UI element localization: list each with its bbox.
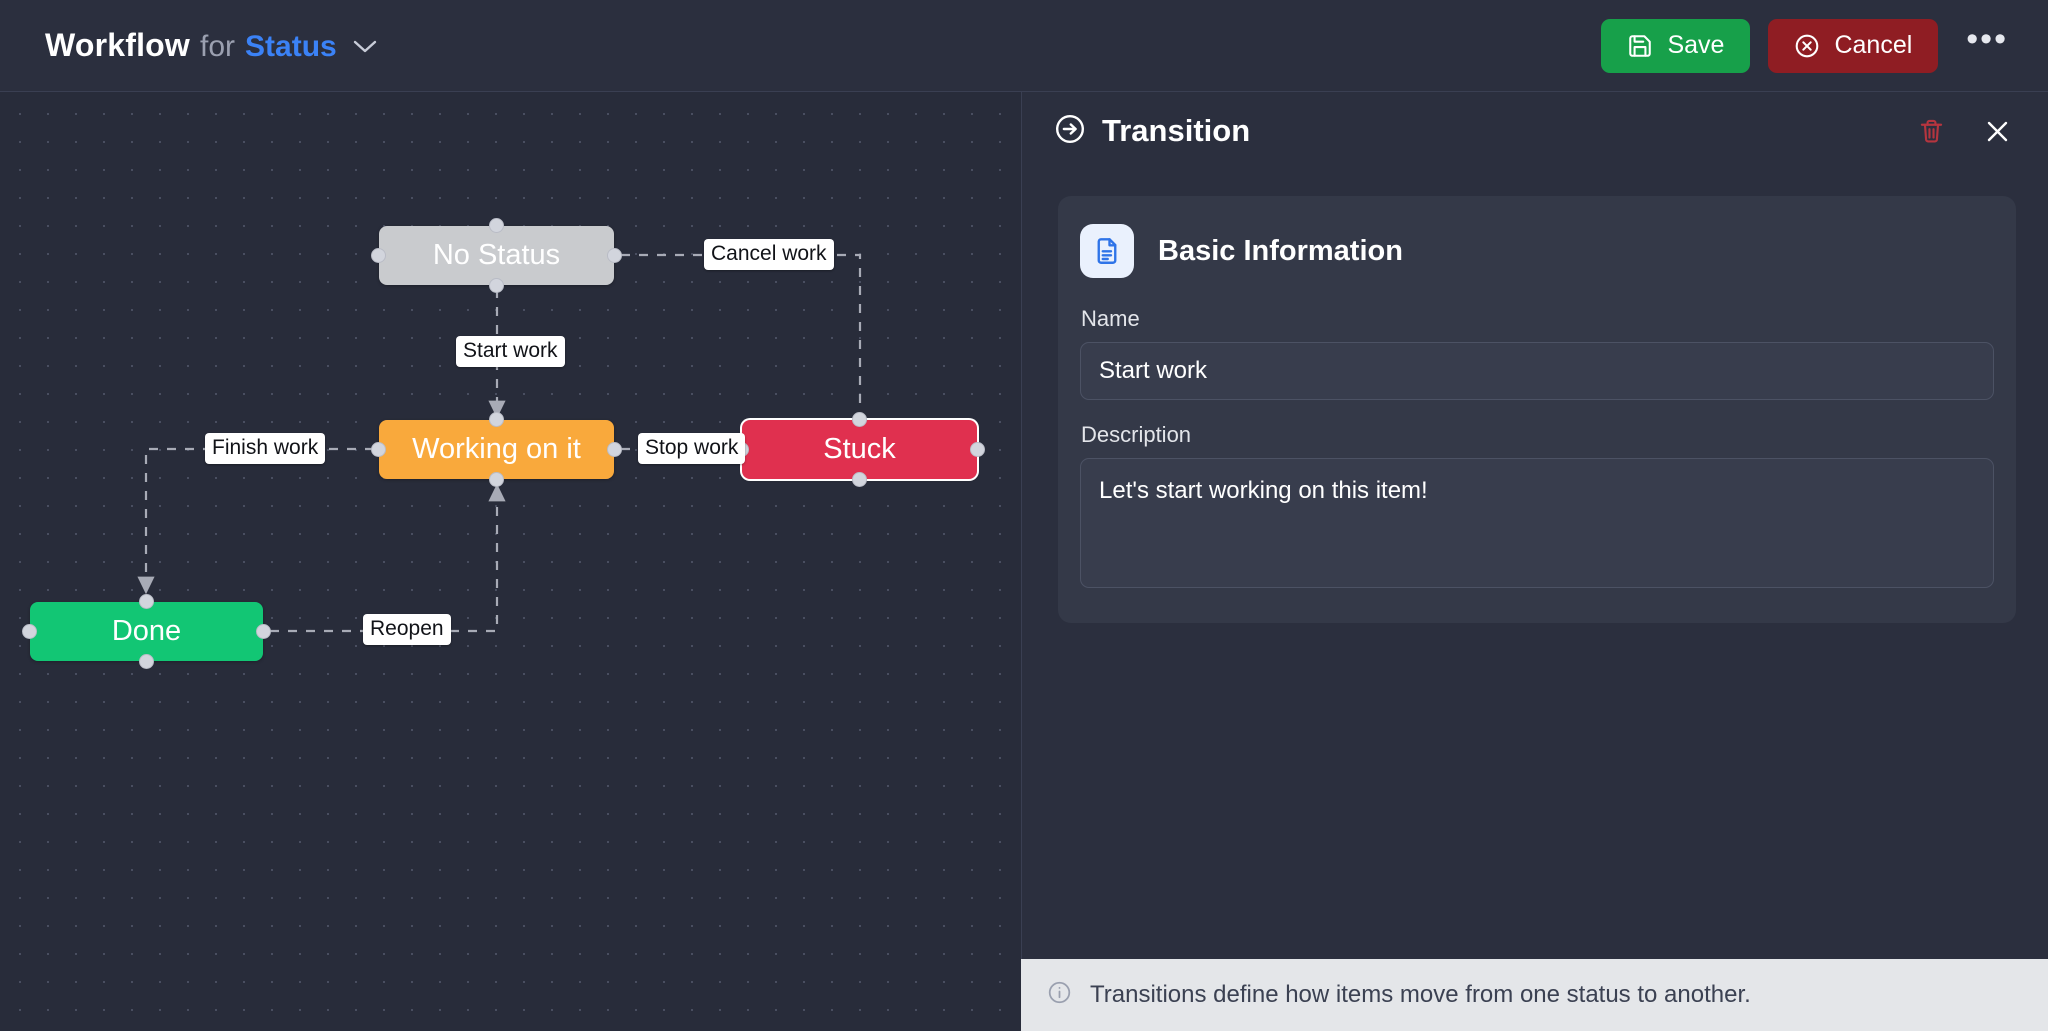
node-done[interactable]: Done [22,594,271,669]
panel-header-title: Transition [1054,113,1250,150]
panel-footer-text: Transitions define how items move from o… [1090,981,1751,1008]
port-top[interactable] [489,412,504,427]
document-icon [1080,224,1134,278]
port-bottom[interactable] [139,654,154,669]
card-title: Basic Information [1158,234,1403,267]
port-left[interactable] [371,442,386,457]
node-stuck[interactable]: Stuck [734,412,985,487]
arrow-right-circle-icon [1054,113,1086,150]
chevron-down-icon[interactable] [353,34,377,60]
name-field-label: Name [1081,306,1140,331]
port-top[interactable] [852,412,867,427]
panel-title: Transition [1102,113,1251,148]
edge-label-start-work[interactable]: Start work [456,336,565,368]
cancel-circle-icon [1794,33,1820,59]
node-no-status[interactable]: No Status [371,218,622,293]
cancel-button-label: Cancel [1834,31,1913,59]
edge-label-finish-work[interactable]: Finish work [205,433,326,465]
port-top[interactable] [139,594,154,609]
node-label: No Status [432,239,561,271]
save-button[interactable]: Save [1601,18,1751,73]
port-right[interactable] [970,442,985,457]
transition-panel: Transition [1021,92,2048,1031]
page-title: Workflow for Status [45,27,377,64]
page-title-main: Workflow [45,27,191,63]
port-right[interactable] [607,248,622,263]
info-icon [1047,980,1072,1010]
port-right[interactable] [256,624,271,639]
card-header: Basic Information [1080,224,1994,278]
page-title-for: for [200,30,236,63]
description-textarea[interactable] [1080,458,1994,588]
port-right[interactable] [607,442,622,457]
save-button-label: Save [1667,31,1725,59]
more-options-button[interactable]: ••• [1966,19,2008,58]
cancel-button[interactable]: Cancel [1768,18,1939,73]
node-working-on-it[interactable]: Working on it [371,412,622,487]
node-label: Done [111,615,182,647]
panel-footer: Transitions define how items move from o… [1021,959,2048,1031]
port-left[interactable] [371,248,386,263]
port-bottom[interactable] [489,472,504,487]
workflow-canvas[interactable]: No Status Working on it Stuck Done [0,92,1020,1031]
save-icon [1627,33,1653,59]
trash-icon[interactable] [1918,118,1945,145]
page-title-entity[interactable]: Status [245,30,337,63]
edge-label-stop-work[interactable]: Stop work [638,433,746,465]
panel-header: Transition [1022,92,2048,170]
edge-label-reopen[interactable]: Reopen [363,614,451,646]
toolbar-actions: Save Cancel ••• [1601,18,2018,73]
node-label: Working on it [412,433,581,465]
basic-information-card: Basic Information Name Description [1058,196,2016,623]
close-icon[interactable] [1983,117,2012,146]
port-bottom[interactable] [489,278,504,293]
name-input[interactable] [1080,342,1994,400]
panel-header-actions [1918,117,2012,146]
port-bottom[interactable] [852,472,867,487]
top-bar: Workflow for Status Save [0,0,2048,92]
description-field-label: Description [1081,422,1192,447]
node-label: Stuck [823,433,896,465]
port-left[interactable] [22,624,37,639]
edge-label-cancel-work[interactable]: Cancel work [704,239,834,271]
port-top[interactable] [489,218,504,233]
